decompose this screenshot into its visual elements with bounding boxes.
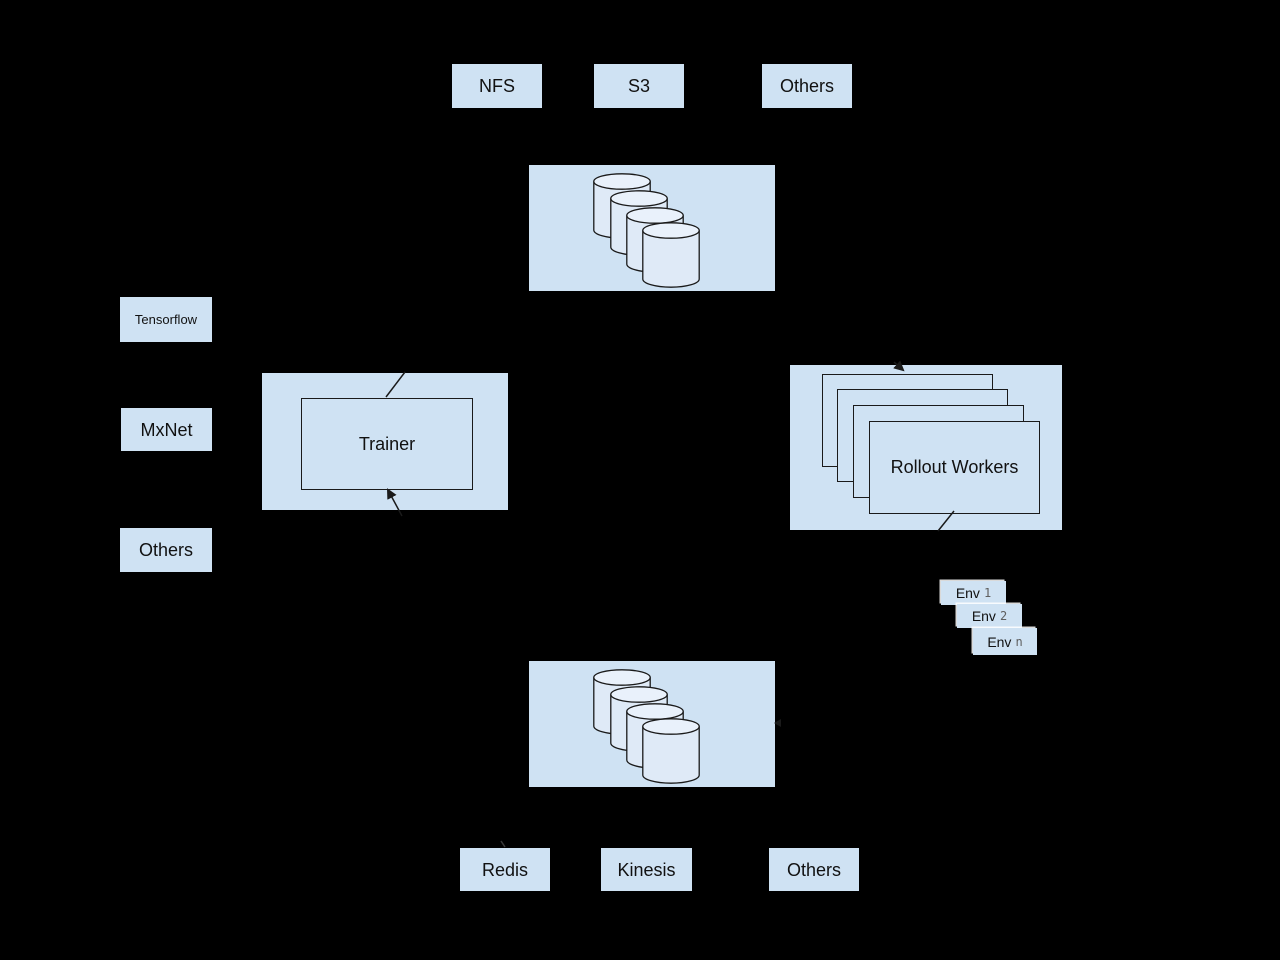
trainer-label: Trainer xyxy=(358,433,416,454)
node-tensorflow: Tensorflow xyxy=(120,297,212,342)
node-others-bottom: Others xyxy=(769,848,859,891)
node-s3: S3 xyxy=(594,64,684,108)
env-index: 2 xyxy=(999,609,1008,623)
database-cylinder-icon xyxy=(642,718,700,784)
node-label: S3 xyxy=(627,76,651,96)
node-redis: Redis xyxy=(460,848,550,891)
node-others-top: Others xyxy=(762,64,852,108)
trainer-box: Trainer xyxy=(301,398,473,490)
env-box-1: Env 1 xyxy=(941,581,1006,605)
node-label: MxNet xyxy=(140,419,193,440)
database-cylinder-icon xyxy=(642,222,700,288)
storage-top-box xyxy=(529,165,775,291)
env-box-n: Env n xyxy=(973,628,1037,655)
storage-bottom-right-arrowhead xyxy=(774,719,781,727)
rollout-worker-card-front: Rollout Workers xyxy=(869,421,1040,514)
rollout-workers-group: Rollout Workers xyxy=(790,365,1062,530)
rollout-workers-label: Rollout Workers xyxy=(890,457,1019,477)
env-label: Env xyxy=(987,633,1012,650)
node-others-left: Others xyxy=(120,528,212,572)
node-label: Others xyxy=(786,859,842,880)
env-index: n xyxy=(1015,634,1023,649)
env-label: Env xyxy=(971,608,996,624)
trainer-group: Trainer xyxy=(262,373,508,510)
node-kinesis: Kinesis xyxy=(601,848,692,891)
node-label: Others xyxy=(138,540,194,560)
storage-bottom-box xyxy=(529,661,775,787)
node-nfs: NFS xyxy=(452,64,542,108)
env-label: Env xyxy=(955,585,980,601)
node-label: NFS xyxy=(479,76,515,96)
redis-top-connector-tip xyxy=(500,840,506,848)
node-label: Kinesis xyxy=(617,859,676,880)
node-label: Redis xyxy=(481,859,529,880)
node-mxnet: MxNet xyxy=(121,408,212,451)
node-label: Tensorflow xyxy=(134,312,198,327)
env-box-2: Env 2 xyxy=(957,604,1022,628)
node-label: Others xyxy=(779,76,835,96)
env-index: 1 xyxy=(983,586,992,600)
